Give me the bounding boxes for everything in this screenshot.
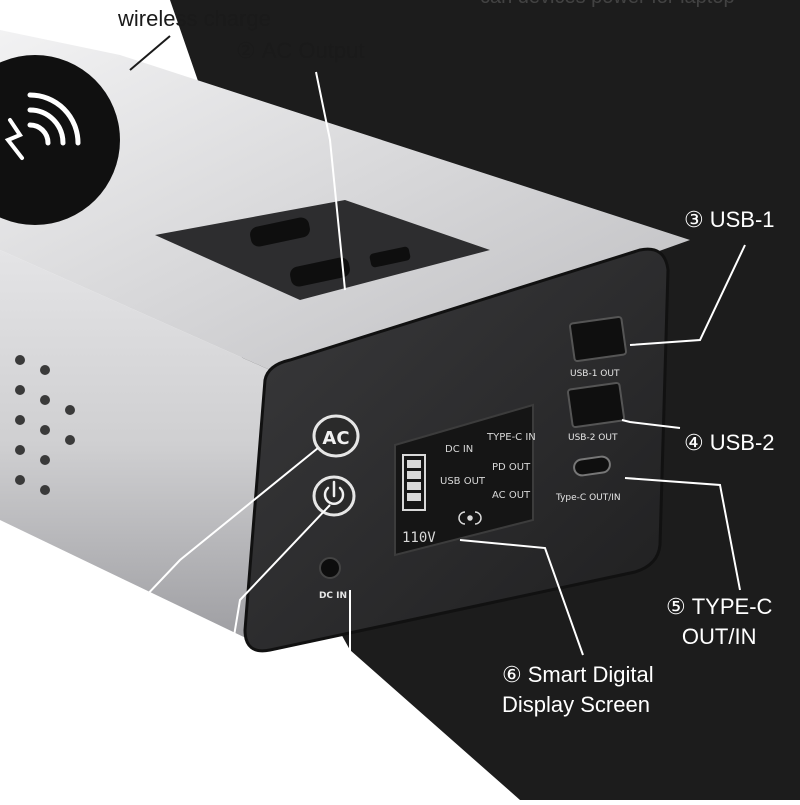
callout-display-line1: Smart Digital [527,662,654,687]
callout-dc-in-number: ⑦ [298,712,318,737]
callout-wireless-charge-label: wireless charge [118,6,271,31]
lcd-dc-in: DC IN [445,444,473,455]
usb2-port-label: USB-2 OUT [568,433,618,443]
top-cut-text: can devices power for laptop [480,0,735,9]
vent-holes [15,355,75,495]
power-icon [323,480,345,505]
lcd-screen [394,403,534,557]
wireless-pad [0,55,120,225]
callout-usb2-label: USB-2 [709,430,775,455]
lcd-readout: 110V [402,530,436,546]
callout-usb1-number: ③ [684,207,704,232]
callout-display-line2: Display Screen [502,692,650,717]
typec-port-label: Type-C OUT/IN [555,493,621,503]
lcd-usb-out: USB OUT [440,476,486,487]
usb1-port-label: USB-1 OUT [570,369,620,379]
callout-ac-switch-label: AC Switch [35,662,138,687]
lcd-wireless-icon [458,511,482,525]
callout-ac-switch-number: ⑨ [10,662,30,687]
callout-usb2-number: ④ [684,430,704,455]
dc-in-port-label: DC IN [319,591,347,601]
callout-dc-in-label: DC IN [323,712,384,737]
ac-button[interactable] [312,414,360,458]
callout-power-switch-label: Power Switch [145,756,280,781]
ac-button-label: AC [322,428,349,449]
callout-power-switch-number: ⑧ [120,756,140,781]
callout-wireless-charge: wireless charge [118,4,271,34]
usb1-port[interactable] [568,315,628,363]
ac-socket-holes [250,217,411,287]
callout-ac-output-number: ② [236,38,256,63]
typec-port[interactable] [573,455,611,477]
callout-type-c-number: ⑤ [666,594,686,619]
leader-lines [84,35,746,751]
callout-ac-output-label: AC Output [261,38,365,63]
lcd-ac-out: AC OUT [492,490,531,501]
lcd-type-c-in: TYPE-C IN [486,432,536,443]
callout-display-number: ⑥ [502,662,522,687]
wireless-icon [4,92,81,160]
battery-icon [402,454,426,511]
callout-type-c-line1: TYPE-C [691,594,773,619]
usb2-port[interactable] [566,381,626,429]
ac-socket-panel [155,200,490,300]
callout-type-c-line2: OUT/IN [681,624,757,649]
lcd-pd-out: PD OUT [492,462,531,473]
callout-usb1-label: USB-1 [709,207,775,232]
dc-in-port[interactable] [319,557,341,579]
